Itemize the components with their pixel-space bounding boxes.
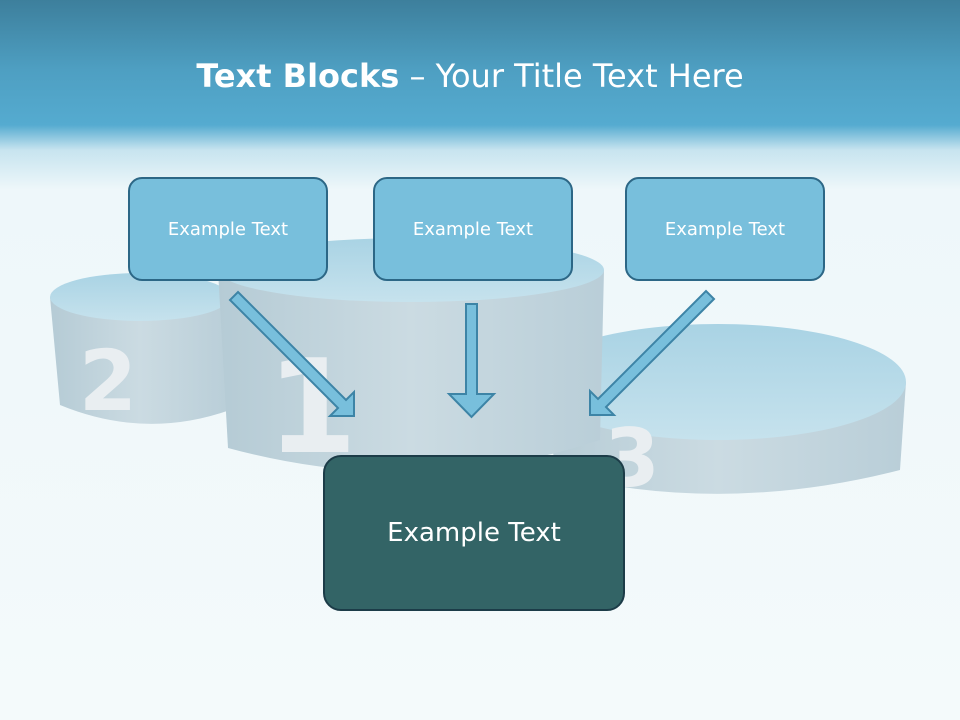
text-block-left[interactable]: Example Text	[128, 177, 328, 281]
text-block-right[interactable]: Example Text	[625, 177, 825, 281]
arrow-right-icon	[589, 289, 716, 416]
main-text-block-label: Example Text	[387, 518, 561, 548]
arrow-center-icon	[446, 303, 497, 419]
arrow-left-icon	[228, 290, 355, 417]
title-bold: Text Blocks	[196, 57, 400, 95]
slide-title: Text Blocks – Your Title Text Here	[0, 56, 940, 96]
podium-third: 3	[530, 324, 906, 505]
main-text-block[interactable]: Example Text	[323, 455, 625, 611]
podium-second: 2	[50, 273, 230, 430]
text-block-left-label: Example Text	[167, 218, 289, 240]
text-block-center-label: Example Text	[412, 218, 534, 240]
title-dash: –	[399, 57, 436, 95]
title-rest: Your Title Text Here	[435, 57, 744, 95]
text-block-right-label: Example Text	[664, 218, 786, 240]
podium-number-2: 2	[79, 332, 137, 430]
text-block-center[interactable]: Example Text	[373, 177, 573, 281]
